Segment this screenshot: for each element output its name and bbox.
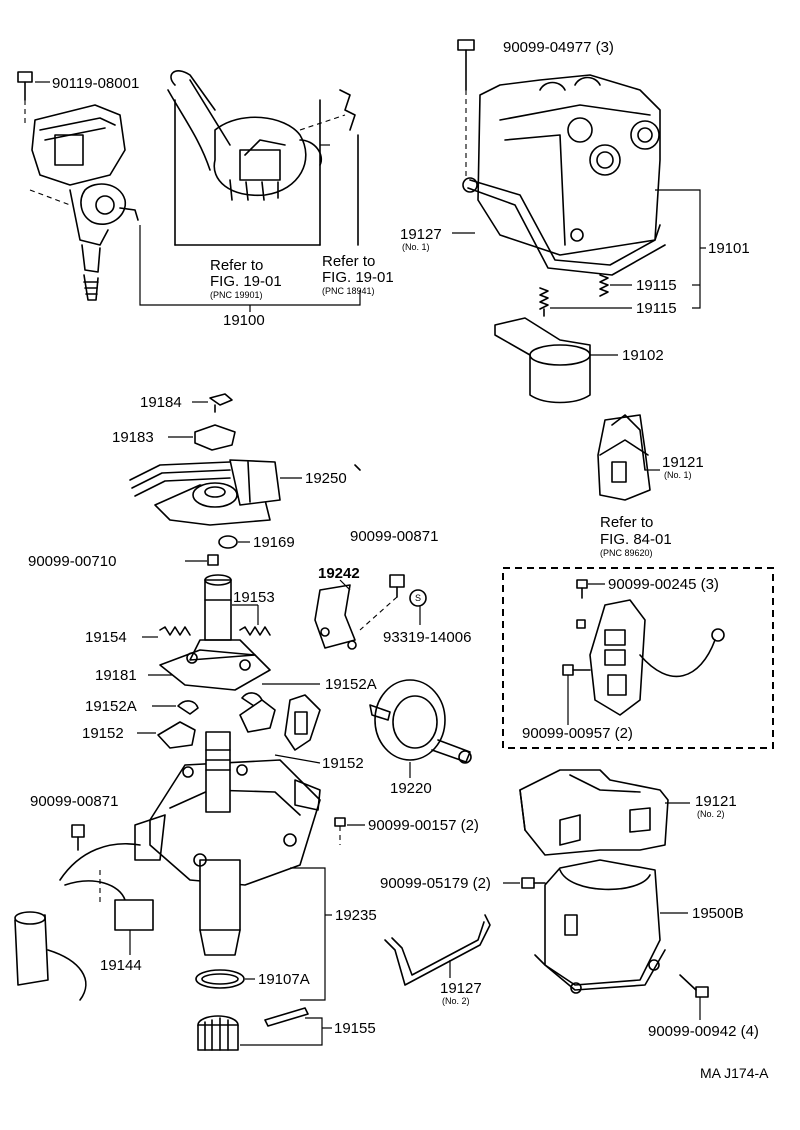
label-19121-no2: 19121	[695, 793, 737, 810]
label-19155: 19155	[334, 1020, 376, 1037]
label-19144: 19144	[100, 957, 142, 974]
label-19181: 19181	[95, 667, 137, 684]
distributor-assembly-illustration	[17, 71, 139, 301]
label-90099-05179: 90099-05179 (2)	[380, 875, 491, 892]
label-ref3-line1: Refer to	[600, 514, 653, 531]
label-19153: 19153	[233, 589, 275, 606]
label-90099-00157: 90099-00157 (2)	[368, 817, 479, 834]
label-90099-00957: 90099-00957 (2)	[522, 725, 633, 742]
label-19115-b: 19115	[636, 300, 677, 317]
label-90099-00710: 90099-00710	[28, 553, 116, 570]
o-ring-19107A-illustration	[195, 969, 255, 989]
distributor-housing-19235-illustration	[134, 731, 365, 1001]
label-ref1-line3: (PNC 19901)	[210, 290, 263, 300]
governor-shaft-illustration	[142, 574, 271, 691]
case-19500B-illustration	[503, 859, 709, 1020]
distributor-cap-illustration	[452, 39, 706, 317]
label-19127-no2-sub: (No. 2)	[442, 996, 470, 1006]
label-19242: 19242	[318, 565, 360, 582]
label-19107A: 19107A	[258, 971, 310, 988]
label-19115-a: 19115	[636, 277, 677, 294]
pickup-assembly-illustration	[129, 393, 361, 526]
label-93319-14006: 93319-14006	[383, 629, 471, 646]
label-19152A-a: 19152A	[325, 676, 377, 693]
label-19250: 19250	[305, 470, 347, 487]
cover-19121-no2-illustration	[519, 769, 690, 856]
label-19100: 19100	[223, 312, 265, 329]
rotor-19102-illustration	[494, 317, 618, 404]
label-19220: 19220	[390, 780, 432, 797]
ignition-coil-19144-illustration	[14, 824, 154, 1001]
igniter-19121-no1-illustration	[597, 414, 660, 501]
label-90099-00871-b: 90099-00871	[30, 793, 118, 810]
label-19127-no2: 19127	[440, 980, 482, 997]
wiring-assembly-illustration	[167, 70, 359, 246]
label-19121-no1-sub: (No. 1)	[664, 470, 692, 480]
label-ref2-line3: (PNC 18941)	[322, 286, 375, 296]
label-90119-08001: 90119-08001	[52, 75, 139, 92]
label-ref2-line1: Refer to	[322, 253, 375, 270]
clip-19127-no2-illustration	[384, 914, 491, 986]
label-ref2-line2: FIG. 19-01	[322, 269, 394, 286]
callout-labels: 90119-08001 Refer to FIG. 19-01 (PNC 199…	[28, 39, 769, 1081]
label-19102: 19102	[622, 347, 664, 364]
label-ref1-line1: Refer to	[210, 257, 263, 274]
label-19121-no1: 19121	[662, 454, 704, 471]
label-90099-00245: 90099-00245 (3)	[608, 576, 719, 593]
label-19184: 19184	[140, 394, 182, 411]
governor-weights-illustration	[137, 683, 321, 764]
bracket-19242-illustration: S	[314, 574, 427, 650]
label-19152-b: 19152	[322, 755, 364, 772]
label-19500B: 19500B	[692, 905, 744, 922]
bracket-19100	[139, 225, 361, 312]
label-90099-00942: 90099-00942 (4)	[648, 1023, 759, 1040]
label-19127-no1-sub: (No. 1)	[402, 242, 430, 252]
vacuum-advance-19220-illustration	[284, 679, 472, 778]
label-90099-04977: 90099-04977 (3)	[503, 39, 614, 56]
label-19183: 19183	[112, 429, 154, 446]
label-19127-no1: 19127	[400, 226, 442, 243]
label-19152-a: 19152	[82, 725, 124, 742]
label-19152A-b: 19152A	[85, 698, 137, 715]
label-19154: 19154	[85, 629, 127, 646]
washer-19169-illustration	[185, 535, 250, 566]
label-19121-no2-sub: (No. 2)	[697, 809, 725, 819]
label-19235: 19235	[335, 907, 377, 924]
label-ref3-line2: FIG. 84-01	[600, 531, 672, 548]
label-19101: 19101	[708, 240, 750, 257]
svg-text:S: S	[415, 593, 421, 603]
gear-19155-illustration	[197, 1007, 332, 1051]
label-ref1-line2: FIG. 19-01	[210, 273, 282, 290]
igniter-detail-box	[502, 567, 774, 749]
label-90099-00871-a: 90099-00871	[350, 528, 438, 545]
label-19169: 19169	[253, 534, 295, 551]
diagram-code: MA J174-A	[700, 1065, 769, 1081]
label-ref3-line3: (PNC 89620)	[600, 548, 653, 558]
